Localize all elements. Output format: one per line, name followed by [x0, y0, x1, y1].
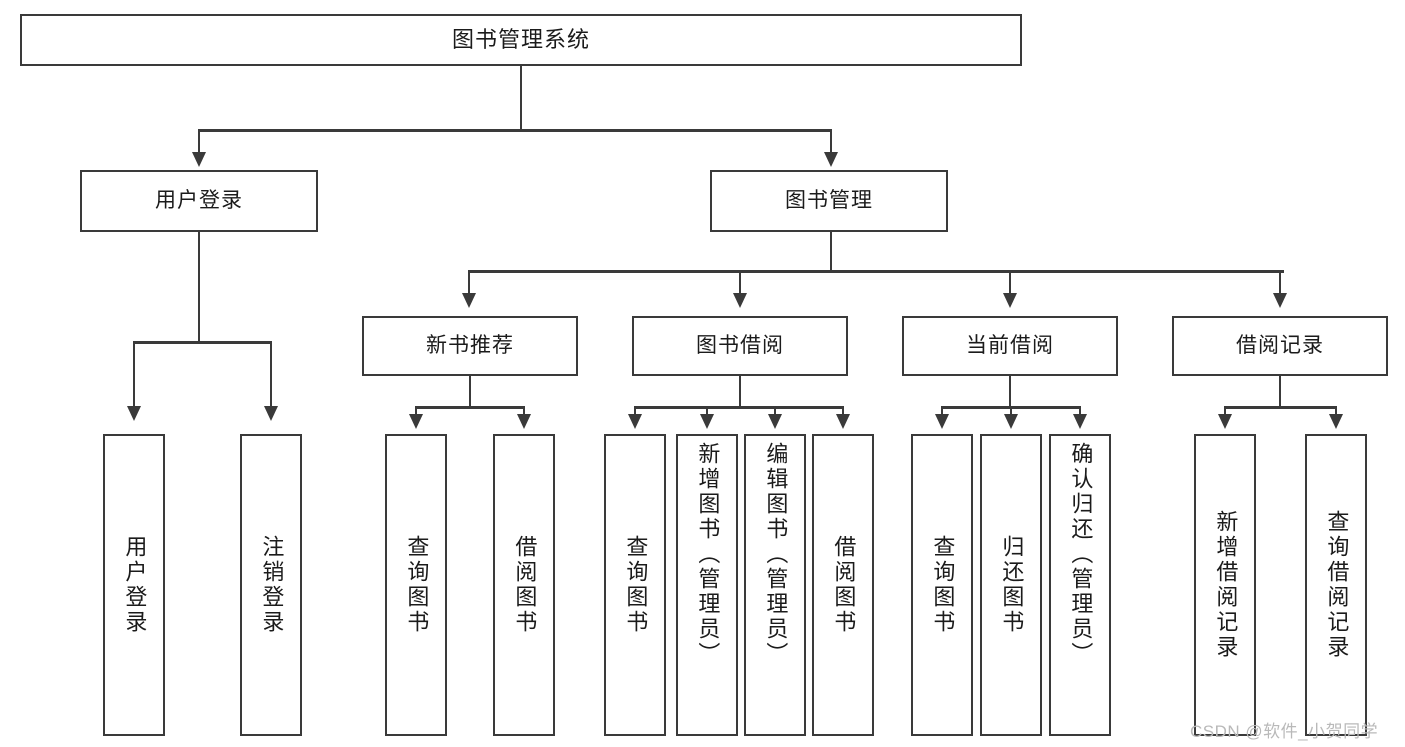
node-new-book-recommend[interactable]: 新书推荐: [362, 316, 578, 376]
leaf-confirm-return-admin[interactable]: 确认归还（管理员）: [1049, 434, 1111, 736]
connector-level2-bus: [198, 129, 832, 132]
leaf-query-borrow-record[interactable]: 查询借阅记录: [1305, 434, 1367, 736]
leaf-user-login[interactable]: 用户登录: [103, 434, 165, 736]
arrowhead-current-1: [935, 414, 949, 429]
connector-book-mgmt-stem: [830, 232, 832, 271]
connector-level3-drop-2: [739, 270, 741, 296]
leaf-query-book-borrow[interactable]: 查询图书: [604, 434, 666, 736]
connector-borrow-drop-4: [842, 406, 844, 416]
arrowhead-level3-3: [1003, 293, 1017, 308]
node-label: 借阅记录: [1236, 333, 1324, 357]
connector-recommend-drop-2: [523, 406, 525, 416]
node-label: 当前借阅: [966, 333, 1054, 357]
connector-borrow-drop-1: [634, 406, 636, 416]
arrowhead-current-2: [1004, 414, 1018, 429]
node-user-login[interactable]: 用户登录: [80, 170, 318, 232]
arrowhead-recommend-1: [409, 414, 423, 429]
arrowhead-level3-4: [1273, 293, 1287, 308]
connector-level3-drop-3: [1009, 270, 1011, 296]
leaf-label: 归还图书: [999, 535, 1025, 635]
leaf-label: 查询图书: [404, 535, 430, 635]
connector-user-login-stem: [198, 232, 200, 342]
connector-record-stem: [1279, 376, 1281, 408]
leaf-label: 用户登录: [122, 535, 148, 635]
arrowhead-level3-1: [462, 293, 476, 308]
arrowhead-borrow-4: [836, 414, 850, 429]
connector-record-drop-1: [1224, 406, 1226, 416]
connector-level2-drop-1: [198, 129, 200, 155]
leaf-add-book-admin[interactable]: 新增图书（管理员）: [676, 434, 738, 736]
arrowhead-level3-2: [733, 293, 747, 308]
leaf-label: 借阅图书: [831, 535, 857, 635]
leaf-label: 注销登录: [259, 535, 285, 635]
arrowhead-user-login-1: [127, 406, 141, 421]
connector-borrow-drop-3: [774, 406, 776, 416]
connector-borrow-bus: [634, 406, 844, 409]
node-label: 图书管理: [785, 188, 873, 212]
arrowhead-current-3: [1073, 414, 1087, 429]
connector-record-bus: [1224, 406, 1337, 409]
leaf-label: 借阅图书: [512, 535, 538, 635]
connector-level3-drop-1: [468, 270, 470, 296]
leaf-label: 新增借阅记录: [1213, 510, 1239, 660]
node-label: 图书借阅: [696, 333, 784, 357]
leaf-query-book-recommend[interactable]: 查询图书: [385, 434, 447, 736]
csdn-watermark: CSDN @软件_小贺同学: [1190, 722, 1379, 741]
connector-current-drop-2: [1010, 406, 1012, 416]
connector-current-drop-3: [1079, 406, 1081, 416]
node-book-borrow[interactable]: 图书借阅: [632, 316, 848, 376]
connector-level2-drop-2: [830, 129, 832, 155]
node-label: 新书推荐: [426, 333, 514, 357]
connector-root-stem: [520, 66, 522, 130]
arrowhead-borrow-3: [768, 414, 782, 429]
connector-level3-bus: [468, 270, 1284, 273]
node-current-borrow[interactable]: 当前借阅: [902, 316, 1118, 376]
leaf-label: 编辑图书（管理员）: [763, 442, 789, 667]
node-borrow-record[interactable]: 借阅记录: [1172, 316, 1388, 376]
node-book-management[interactable]: 图书管理: [710, 170, 948, 232]
connector-borrow-stem: [739, 376, 741, 408]
arrowhead-user-login-2: [264, 406, 278, 421]
node-label: 用户登录: [155, 188, 243, 212]
connector-recommend-bus: [415, 406, 525, 409]
connector-recommend-drop-1: [415, 406, 417, 416]
arrowhead-level2-1: [192, 152, 206, 167]
leaf-borrow-book-recommend[interactable]: 借阅图书: [493, 434, 555, 736]
leaf-add-borrow-record[interactable]: 新增借阅记录: [1194, 434, 1256, 736]
connector-user-login-drop-2: [270, 341, 272, 409]
connector-recommend-stem: [469, 376, 471, 408]
arrowhead-record-2: [1329, 414, 1343, 429]
leaf-label: 查询图书: [930, 535, 956, 635]
leaf-label: 新增图书（管理员）: [695, 442, 721, 667]
arrowhead-record-1: [1218, 414, 1232, 429]
connector-current-drop-1: [941, 406, 943, 416]
arrowhead-borrow-2: [700, 414, 714, 429]
connector-borrow-drop-2: [706, 406, 708, 416]
connector-current-stem: [1009, 376, 1011, 408]
arrowhead-level2-2: [824, 152, 838, 167]
leaf-label: 查询图书: [623, 535, 649, 635]
leaf-label: 确认归还（管理员）: [1068, 442, 1094, 667]
leaf-edit-book-admin[interactable]: 编辑图书（管理员）: [744, 434, 806, 736]
node-label: 图书管理系统: [451, 27, 590, 53]
arrowhead-borrow-1: [628, 414, 642, 429]
arrowhead-recommend-2: [517, 414, 531, 429]
leaf-return-book[interactable]: 归还图书: [980, 434, 1042, 736]
leaf-logout[interactable]: 注销登录: [240, 434, 302, 736]
connector-level3-drop-4: [1279, 270, 1281, 296]
connector-user-login-bus: [133, 341, 270, 344]
leaf-borrow-book[interactable]: 借阅图书: [812, 434, 874, 736]
connector-user-login-drop-1: [133, 341, 135, 409]
connector-record-drop-2: [1335, 406, 1337, 416]
node-root-system[interactable]: 图书管理系统: [20, 14, 1022, 66]
leaf-query-book-current[interactable]: 查询图书: [911, 434, 973, 736]
leaf-label: 查询借阅记录: [1324, 510, 1350, 660]
